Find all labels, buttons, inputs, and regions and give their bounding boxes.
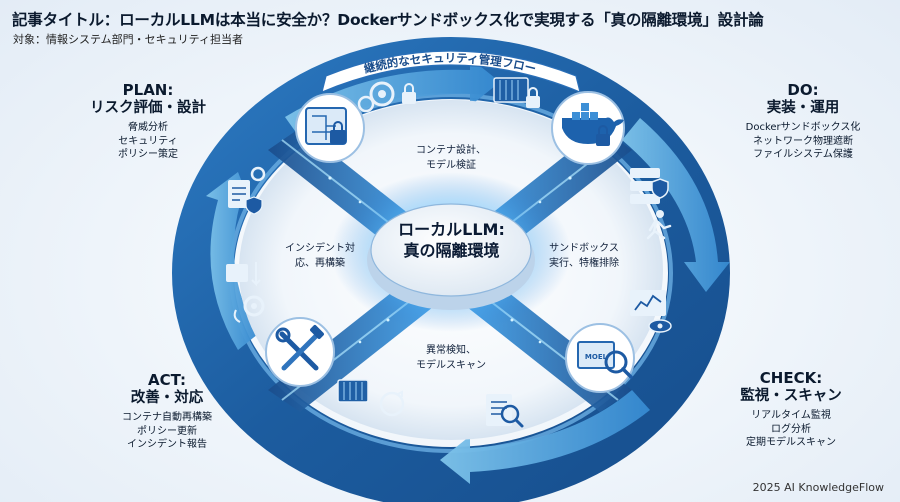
phase-check-subtitle: 監視・スキャン bbox=[740, 387, 842, 404]
server-shield-icon bbox=[630, 168, 669, 204]
phase-do-item: ファイルシステム保護 bbox=[753, 149, 853, 161]
container-refresh-icon bbox=[337, 379, 405, 417]
inner-label-top: コンテナ設計、 モデル検証 bbox=[404, 144, 498, 173]
center-label-line1: ローカルLLM: bbox=[398, 220, 505, 239]
container-lock-icon bbox=[493, 77, 540, 108]
inner-label-bottom-line: モデルスキャン bbox=[416, 359, 486, 371]
phase-act-subtitle: 改善・対応 bbox=[130, 389, 204, 406]
phase-plan-item: 脅威分析 bbox=[128, 122, 168, 134]
phase-check-name: CHECK: bbox=[759, 369, 823, 387]
phase-plan-name: PLAN: bbox=[122, 81, 174, 99]
phase-do: DO: 実装・運用 Dockerサンドボックス化 ネットワーク物理遮断 ファイル… bbox=[722, 82, 884, 162]
dashboard-eye-icon bbox=[630, 290, 672, 333]
running-person-icon bbox=[646, 210, 672, 240]
document-gear-icon bbox=[228, 166, 266, 215]
phase-act-item: コンテナ自動再構築 bbox=[122, 412, 212, 424]
phase-act-name: ACT: bbox=[147, 371, 187, 389]
icon-disc-monitor: MOEL bbox=[565, 323, 635, 393]
page-title: 記事タイトル：ローカルLLMは本当に安全か？Dockerサンドボックス化で実現す… bbox=[12, 11, 764, 29]
center-disc bbox=[370, 203, 532, 297]
phase-check-item: 定期モデルスキャン bbox=[746, 437, 836, 449]
center-label: ローカルLLM: 真の隔離環境 bbox=[383, 220, 520, 262]
inner-label-bottom-line: 異常検知、 bbox=[426, 345, 476, 356]
phase-plan-item: セキュリティ bbox=[118, 135, 178, 147]
phase-plan-item: ポリシー策定 bbox=[118, 149, 178, 161]
phase-do-item: ネットワーク物理遮断 bbox=[753, 135, 853, 147]
phase-plan: PLAN: リスク評価・設計 脅威分析 セキュリティ ポリシー策定 bbox=[82, 82, 214, 162]
inner-label-left: インシデント対 応、再構築 bbox=[272, 242, 368, 271]
inner-label-top-line: コンテナ設計、 bbox=[416, 145, 486, 156]
phase-plan-subtitle: リスク評価・設計 bbox=[90, 99, 206, 116]
monitor-badge: MOEL bbox=[585, 353, 608, 361]
phase-check-item: ログ分析 bbox=[771, 423, 811, 435]
inner-label-left-line: 応、再構築 bbox=[295, 257, 345, 269]
phase-check-item: リアルタイム監視 bbox=[751, 410, 831, 422]
icon-disc-docker bbox=[551, 91, 625, 165]
footer-credit: 2025 AI KnowledgeFlow bbox=[752, 481, 884, 494]
inner-label-right-line: サンドボックス bbox=[549, 243, 619, 254]
inner-label-top-line: モデル検証 bbox=[426, 159, 476, 171]
cycle-label-banner bbox=[321, 50, 581, 94]
inner-label-right: サンドボックス 実行、特権排除 bbox=[536, 242, 632, 271]
phase-act-item: ポリシー更新 bbox=[137, 425, 197, 437]
phase-check: CHECK: 監視・スキャン リアルタイム監視 ログ分析 定期モデルスキャン bbox=[716, 370, 866, 450]
icon-disc-tools bbox=[265, 317, 335, 387]
cycle-gear-icon bbox=[226, 262, 265, 323]
audience-subtitle: 対象：情報システム部門・セキュリティ担当者 bbox=[13, 33, 244, 46]
document-search-icon bbox=[486, 394, 524, 428]
phase-act-item: インシデント報告 bbox=[127, 439, 207, 451]
phase-act: ACT: 改善・対応 コンテナ自動再構築 ポリシー更新 インシデント報告 bbox=[92, 372, 242, 452]
phase-do-name: DO: bbox=[787, 81, 819, 99]
phase-do-subtitle: 実装・運用 bbox=[766, 99, 840, 116]
inner-label-left-line: インシデント対 bbox=[285, 243, 355, 254]
inner-label-right-line: 実行、特権排除 bbox=[549, 257, 619, 269]
center-label-line2: 真の隔離環境 bbox=[403, 240, 500, 260]
phase-do-item: Dockerサンドボックス化 bbox=[745, 122, 861, 134]
gears-lock-icon bbox=[357, 81, 416, 113]
icon-disc-blueprint bbox=[295, 93, 365, 163]
inner-label-bottom: 異常検知、 モデルスキャン bbox=[404, 344, 498, 373]
